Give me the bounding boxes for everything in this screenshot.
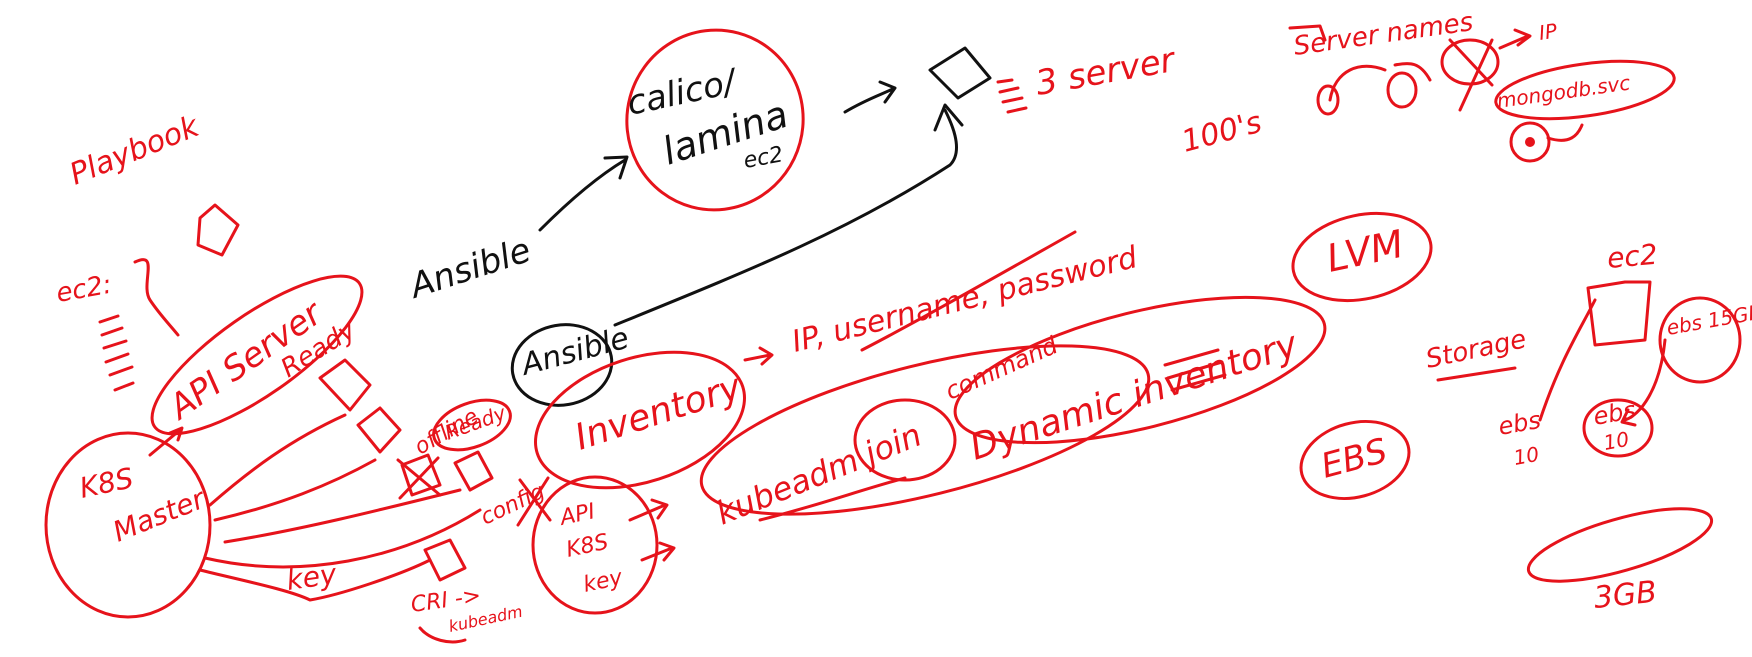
svc-ellipse: [1494, 59, 1676, 121]
worker-box-2: [356, 406, 402, 454]
command-label: command: [941, 331, 1063, 406]
ebs-circle-line1: ebs: [1591, 396, 1638, 431]
ansible-mid-circle: [510, 323, 614, 407]
svc-node-dot: [1525, 137, 1535, 147]
api-k8s-line2: K8S: [564, 530, 611, 563]
ios-label: 100's: [1178, 105, 1265, 160]
api-k8s-key-circle: [531, 475, 659, 615]
three-gb-label: 3GB: [1592, 575, 1658, 616]
dynamic-inventory-underline: [1163, 348, 1227, 392]
ebs-left-line1: ebs: [1496, 406, 1543, 441]
ready-small-ellipse: [432, 398, 512, 452]
ip-user-underline: [860, 230, 1077, 352]
ansible-mid-label: Ansible: [516, 321, 633, 384]
api-arrow-1: [628, 498, 669, 522]
join-circle: [853, 398, 957, 482]
api-k8s-line3: key: [581, 565, 626, 598]
crossed-line-a: [1448, 38, 1494, 87]
api-arrow-2: [640, 541, 676, 562]
svc-node: [1509, 121, 1551, 163]
ansible-to-server-arrow: [613, 103, 964, 327]
three-gb-ellipse: [1526, 507, 1714, 583]
ebs15-to-ebs10-arrow: [1620, 338, 1667, 427]
ready-small-label: Ready: [442, 400, 510, 444]
ebs-10-circle: [1582, 398, 1654, 458]
offline-cross-b: [398, 456, 440, 500]
inventory-arrow: [743, 346, 774, 366]
server-link-a: [1328, 64, 1387, 102]
crossed-line-b: [1458, 38, 1494, 112]
ansible-top-label: Ansible: [404, 230, 536, 307]
api-k8s-line1: API: [556, 499, 597, 531]
ebs-left-line2: 10: [1512, 442, 1541, 470]
master-fanout-lines: [148, 413, 482, 602]
ec2-right-box: [1586, 280, 1652, 347]
server-box: [928, 46, 992, 100]
inventory-ellipse: [534, 350, 746, 490]
ready-node-box: [453, 450, 494, 492]
three-server-label: 3 server: [1033, 40, 1180, 104]
ebs-ellipse: [1299, 420, 1411, 500]
cri-node-box: [423, 538, 467, 582]
ec2-box-top-left: [196, 203, 240, 257]
cri-underline: [418, 626, 467, 644]
ec2-right-label: ec2: [1606, 238, 1659, 275]
ip-right-label: IP: [1537, 19, 1559, 45]
ebs-label: EBS: [1317, 431, 1391, 487]
worker-box-1: [318, 358, 372, 412]
k8s-master-circle: [44, 431, 212, 619]
kubeadm-underline: [758, 476, 907, 522]
offline-node-box: [400, 453, 442, 497]
ec2-hash-marks: [98, 314, 135, 392]
kubeadm-join-ellipse: [699, 344, 1151, 516]
ec2-to-ebs-left: [1538, 298, 1597, 422]
servernames-hook: [1288, 24, 1327, 42]
server-link-b: [1393, 62, 1432, 82]
ec2-curve-connector: [133, 258, 180, 337]
calico-to-server-arrow: [843, 80, 897, 114]
calico-ec2-circle: [625, 28, 805, 212]
server-node-crossed: [1440, 38, 1500, 86]
svc-label: mongodb.svc: [1495, 70, 1631, 112]
server-hash-marks: [996, 78, 1028, 114]
servernames-label: Server names: [1292, 7, 1475, 62]
server-node-a: [1316, 84, 1340, 116]
lvm-label: LVM: [1323, 222, 1408, 281]
ebs-15gb-circle: [1658, 296, 1742, 384]
ansible-to-calico-arrow: [538, 155, 629, 232]
dynamic-inventory-ellipse: [953, 295, 1327, 445]
ec2-left-label: ec2:: [54, 270, 114, 309]
k8s-label: K8S: [77, 461, 137, 504]
lvm-ellipse: [1291, 211, 1433, 303]
dynamic-inventory-label: Dynamic inventory: [965, 324, 1303, 469]
ebs-circle-line2: 10: [1602, 427, 1631, 455]
playbook-label: Playbook: [65, 109, 205, 193]
svc-node-link: [1546, 123, 1584, 142]
ip-user-pass-label: IP, username, password: [788, 240, 1141, 360]
storage-underline: [1436, 366, 1517, 382]
key-label: key: [284, 557, 339, 597]
config-cross-b: [516, 476, 550, 527]
ip-arrow: [1498, 28, 1532, 50]
server-node-b: [1386, 71, 1418, 109]
api-server-ellipse: [150, 274, 364, 436]
